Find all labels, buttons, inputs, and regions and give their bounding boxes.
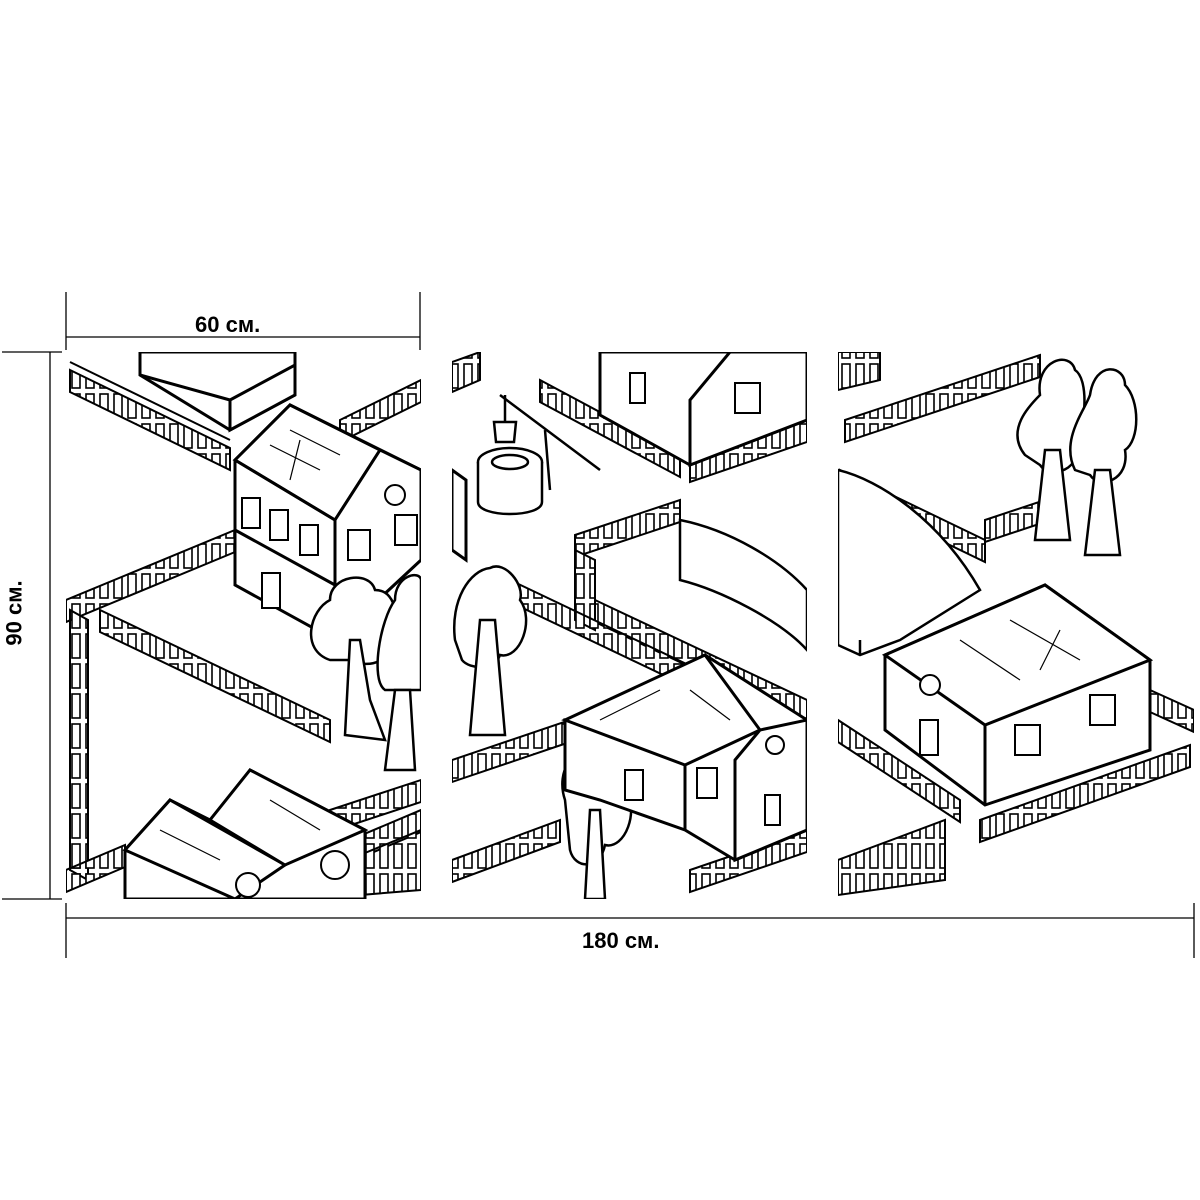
well <box>476 394 601 516</box>
tree <box>1016 358 1138 557</box>
dimension-lines <box>2 292 1195 958</box>
house-bottom-middle <box>561 653 807 863</box>
fence-row <box>66 361 421 897</box>
tree <box>310 574 421 772</box>
garden-bed <box>678 518 807 652</box>
height-label: 90 см. <box>1 580 27 646</box>
garden-bed <box>838 468 982 657</box>
house-main-left <box>232 403 421 644</box>
middle-panel <box>452 352 807 899</box>
left-panel <box>66 352 421 899</box>
house-top-left <box>138 352 297 433</box>
shed <box>452 468 468 563</box>
house-top-middle <box>598 352 807 468</box>
house-right <box>881 583 1154 807</box>
panel-width-label: 60 см. <box>195 312 261 337</box>
total-width-label: 180 см. <box>582 928 660 953</box>
right-panel <box>838 352 1194 899</box>
house-bottom-left <box>122 768 369 899</box>
